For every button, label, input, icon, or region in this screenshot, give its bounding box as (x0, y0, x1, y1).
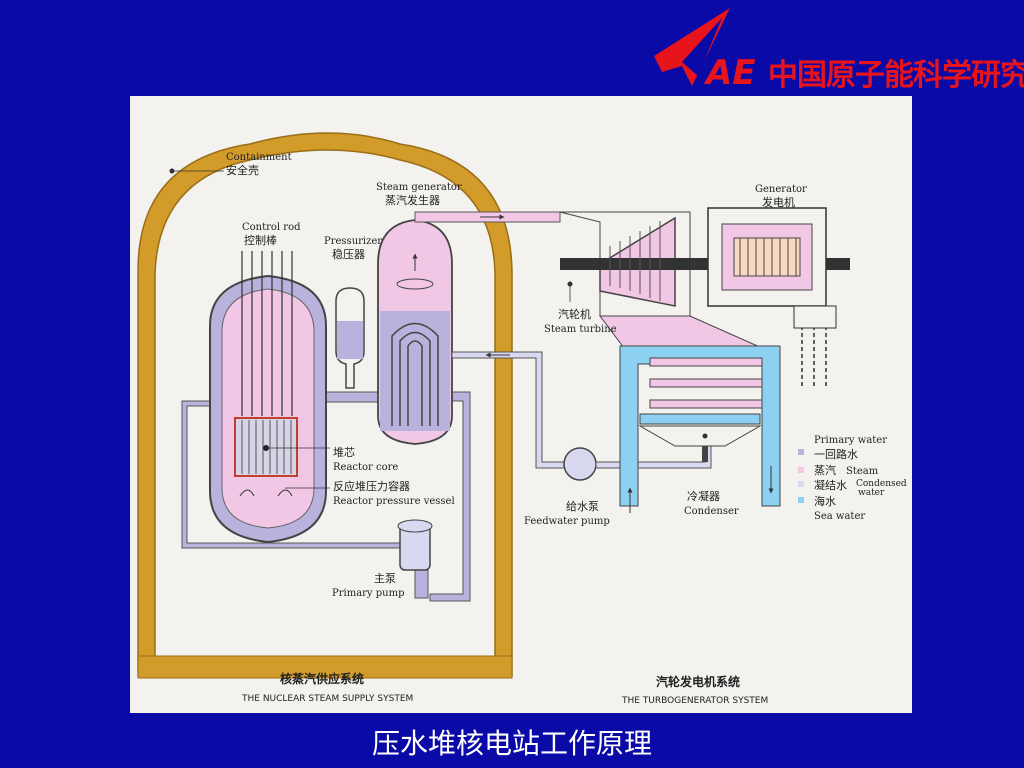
org-name: 中国原子能科学研究院 (768, 58, 1024, 93)
pressurizer-water (337, 321, 363, 359)
legend-condensed-swatch (798, 481, 804, 487)
label-pressurizer-zh: 稳压器 (332, 247, 365, 261)
label-steam-generator-zh: 蒸汽发生器 (385, 193, 440, 207)
logo-letters: AE (703, 53, 756, 88)
vessel-flow-arrows (239, 489, 293, 497)
label-steam-turbine-en: Steam turbine (544, 324, 617, 335)
condenser-marker (702, 433, 708, 439)
label-feedwater-pump-en: Feedwater pump (524, 516, 610, 527)
primary-loop-bottom (414, 565, 429, 599)
label-steam-generator-en: Steam generator (376, 182, 462, 193)
logo-wing-shape (654, 8, 730, 86)
condenser (619, 345, 781, 513)
generator-terminal (793, 305, 837, 329)
label-containment-zh: 安全壳 (226, 163, 259, 177)
section-nuclear-zh: 核蒸汽供应系统 (280, 671, 364, 686)
label-pressure-vessel-zh: 反应堆压力容器 (333, 479, 410, 493)
generator (707, 207, 827, 307)
core-fuel-rods (241, 420, 292, 474)
legend-sea-water-zh: 海水 (814, 494, 836, 508)
label-containment-en: Containment (226, 152, 292, 163)
label-generator-en: Generator (755, 184, 807, 195)
sg-water (380, 311, 450, 431)
containment-base (137, 655, 513, 679)
label-control-rod-zh: 控制棒 (244, 233, 277, 247)
legend-condensed-zh: 凝结水 (814, 478, 847, 492)
sg-u-tubes (391, 322, 439, 426)
legend-sea-water-en: Sea water (814, 511, 865, 522)
label-primary-pump-en: Primary pump (332, 588, 405, 599)
label-feedwater-pump-zh: 给水泵 (566, 500, 599, 513)
iae-logo: AE (654, 8, 756, 88)
legend-primary-water-swatch (798, 449, 804, 455)
legend-condensed-en-1: Condensed (856, 479, 907, 489)
legend-steam-swatch (798, 467, 804, 473)
sg-separator (396, 278, 434, 290)
label-primary-pump-zh: 主泵 (374, 572, 396, 585)
control-rods (241, 251, 293, 416)
label-pressure-vessel-en: Reactor pressure vessel (333, 496, 455, 507)
slide-caption: 压水堆核电站工作原理 (371, 727, 652, 760)
label-generator-zh: 发电机 (762, 195, 795, 209)
section-turbo-en: THE TURBOGENERATOR SYSTEM (621, 696, 768, 706)
label-reactor-core-zh: 堆芯 (333, 445, 355, 459)
legend-steam-en: Steam (846, 466, 879, 477)
legend-primary-water-zh: 一回路水 (814, 448, 858, 461)
legend-condensed-en-2: water (858, 488, 885, 498)
pwr-diagram-svg: Containment 安全壳 Control rod 控制棒 Pressuri… (137, 132, 907, 706)
logo-wing-inner (682, 18, 722, 76)
generator-output-lines (801, 326, 827, 386)
label-condenser-en: Condenser (684, 506, 739, 517)
section-nuclear-en: THE NUCLEAR STEAM SUPPLY SYSTEM (241, 694, 413, 704)
legend-sea-water-swatch (798, 497, 804, 503)
feedwater-pump (563, 447, 597, 481)
legend-steam-zh: 蒸汽 (814, 463, 836, 477)
primary-pump (397, 519, 433, 571)
reactor-inner (221, 288, 315, 529)
label-condenser-zh: 冷凝器 (687, 489, 720, 503)
label-control-rod-en: Control rod (242, 222, 301, 233)
label-pressurizer-en: Pressurizer (324, 236, 382, 247)
label-steam-turbine-zh: 汽轮机 (558, 307, 591, 321)
section-turbo-zh: 汽轮发电机系统 (656, 674, 740, 689)
legend-primary-water-en: Primary water (814, 435, 887, 446)
primary-loop-right (429, 391, 471, 602)
label-reactor-core-en: Reactor core (333, 462, 398, 473)
containment-marker (169, 168, 175, 174)
pwr-diagram: Containment 安全壳 Control rod 控制棒 Pressuri… (130, 96, 912, 713)
